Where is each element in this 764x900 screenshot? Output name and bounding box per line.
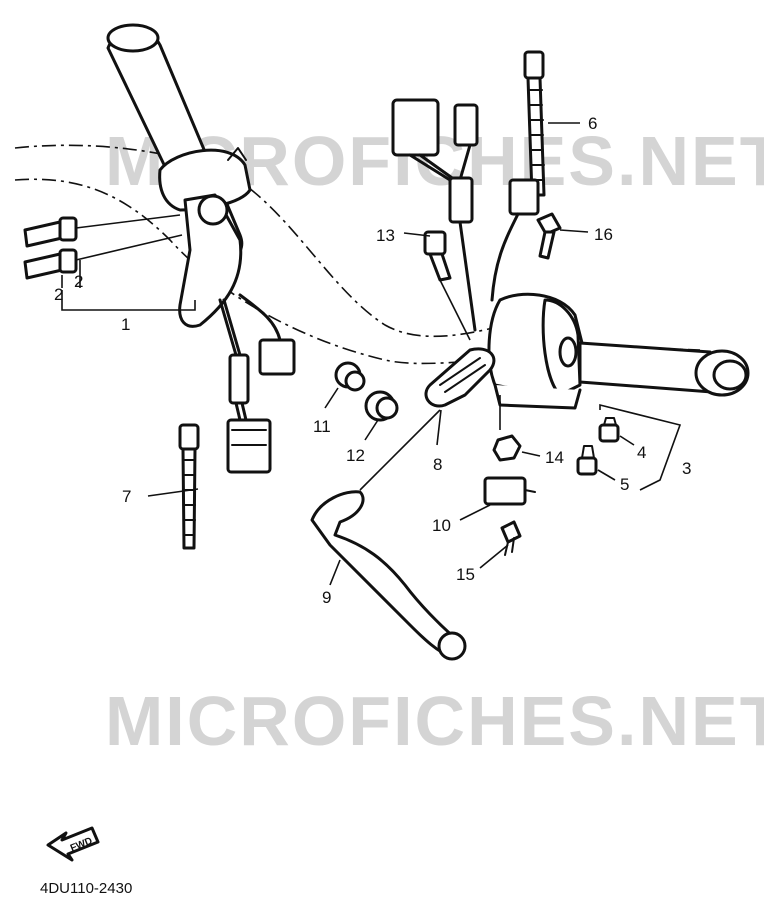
nut-14 <box>492 434 522 462</box>
callout-5: 5 <box>620 475 629 494</box>
screw-4 <box>598 417 620 443</box>
callout-14: 14 <box>545 448 564 467</box>
cable-tie-6 <box>523 50 546 197</box>
callout-1: 1 <box>121 315 130 334</box>
right-harness <box>391 98 540 332</box>
callout-9: 9 <box>322 588 331 607</box>
lever-holder <box>424 347 496 408</box>
callout-8: 8 <box>433 455 442 474</box>
adjuster-knob-11 <box>334 361 366 392</box>
left-bolts <box>23 214 183 280</box>
screw-5 <box>576 445 598 476</box>
callout-7: 7 <box>122 487 131 506</box>
right-switch-housing <box>487 292 587 410</box>
callout-4: 4 <box>637 443 646 462</box>
watermark-bottom: MICROFICHES.NET <box>105 682 764 760</box>
screw-15 <box>500 520 522 556</box>
adjuster-knob-12 <box>364 390 399 422</box>
left-harness <box>218 293 296 474</box>
callout-2b: 2 <box>74 272 83 291</box>
right-grip <box>578 341 750 397</box>
callout-12: 12 <box>346 446 365 465</box>
bolt-13 <box>423 230 471 341</box>
callout-15: 15 <box>456 565 475 584</box>
left-switch-housing <box>158 147 252 328</box>
callout-10: 10 <box>432 516 451 535</box>
callout-6: 6 <box>588 114 597 133</box>
callout-13: 13 <box>376 226 395 245</box>
switch-10 <box>483 476 536 506</box>
callout-16: 16 <box>594 225 613 244</box>
callout-11: 11 <box>313 417 331 436</box>
callouts: 1 2 2 3 4 5 6 7 8 9 10 11 12 13 14 15 16 <box>54 114 691 607</box>
cable-tie-7 <box>178 423 200 550</box>
clutch-lever <box>310 490 467 661</box>
callout-2a: 2 <box>54 285 63 304</box>
leader-lines <box>61 122 682 586</box>
callout-3: 3 <box>682 459 691 478</box>
forward-arrow-icon: FWD <box>46 826 100 862</box>
bolt-16 <box>536 212 562 260</box>
diagram-code: 4DU110-2430 <box>40 880 132 897</box>
